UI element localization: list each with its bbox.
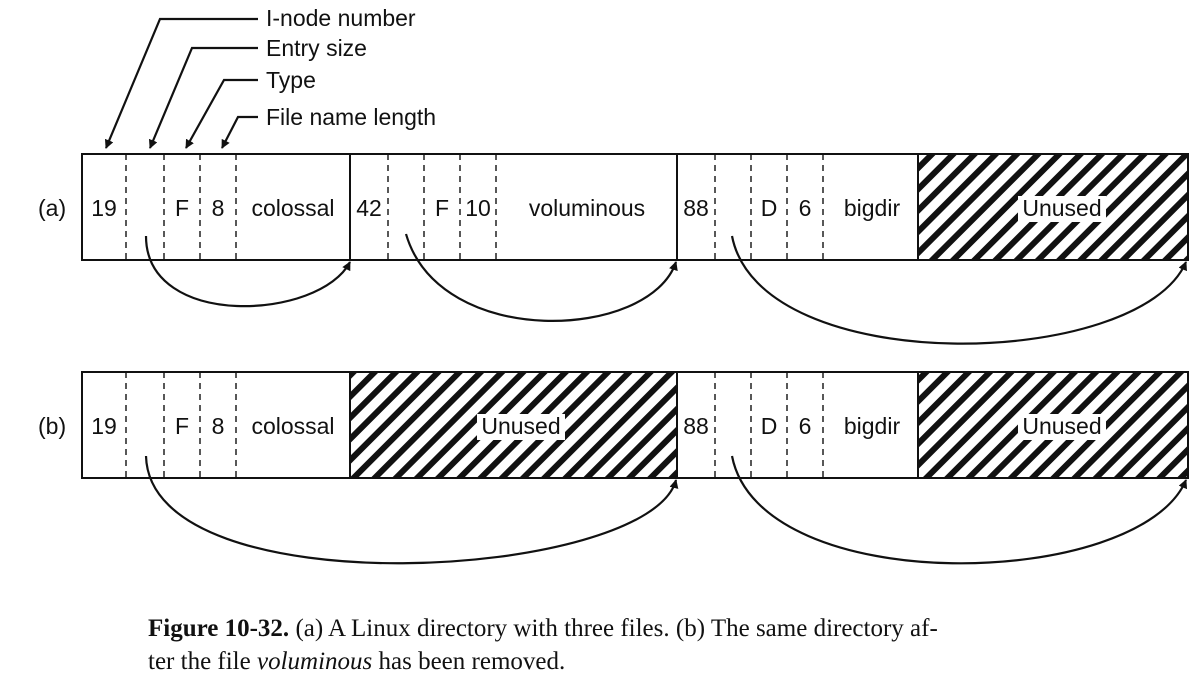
row-a-inode: 88	[683, 195, 709, 221]
legend-entry-size-label: Entry size	[266, 35, 367, 61]
caption-text-line1: (a) A Linux directory with three files. …	[295, 615, 938, 642]
row-b-name-length: 8	[212, 413, 225, 439]
caption-text-line2-end: has been removed.	[372, 648, 566, 675]
row-b-inode: 88	[683, 413, 709, 439]
row-a-type: F	[175, 195, 189, 221]
figure-number: Figure 10-32.	[148, 615, 290, 642]
row-b-file-name: colossal	[251, 413, 334, 439]
row-a-name-length: 8	[212, 195, 225, 221]
row-a-file-name: bigdir	[844, 195, 901, 221]
row-b-label: (b)	[38, 413, 66, 439]
legend-entry-size-leader	[148, 46, 258, 149]
row-a-name-length: 6	[799, 195, 812, 221]
row-a-inode: 42	[356, 195, 382, 221]
row-a-entry-pointer	[730, 235, 1188, 345]
row-b-name-length: 6	[799, 413, 812, 439]
row-a-unused-label: Unused	[1022, 195, 1101, 221]
figure-caption: Figure 10-32. (a) A Linux directory with…	[148, 612, 1148, 678]
row-b-type: D	[761, 413, 778, 439]
row-b-unused-label: Unused	[481, 413, 560, 439]
row-a-type: D	[761, 195, 778, 221]
legend-type-leader	[185, 78, 258, 149]
row-a-type: F	[435, 195, 449, 221]
legend-type-label: Type	[266, 67, 316, 93]
row-b-entry-pointer	[730, 455, 1188, 565]
row-b-unused-label: Unused	[1022, 413, 1101, 439]
row-b-inode: 19	[91, 413, 117, 439]
row-b-field-dividers	[125, 372, 824, 478]
row-a-entry-pointer	[144, 235, 351, 308]
legend-inode-leader	[104, 17, 258, 149]
row-b-unused-label-bg	[1018, 414, 1106, 440]
row-a: (a) 19 F 8 colossal 42 F 10 voluminous 8…	[38, 153, 1189, 345]
caption-text-line2-start: ter the file	[148, 648, 257, 675]
legend-inode-label: I-node number	[266, 5, 416, 31]
row-b-unused-label-bg	[477, 414, 565, 440]
caption-file-name: voluminous	[256, 648, 373, 675]
row-b: (b) 19 F 8 colossal Unused 88 D 6 bigdir…	[38, 371, 1189, 565]
row-a-file-name: voluminous	[529, 195, 645, 221]
legend-name-length-label: File name length	[266, 104, 436, 130]
row-b-frame	[81, 371, 1189, 479]
row-a-unused-label-bg	[1018, 196, 1106, 222]
row-a-inode: 19	[91, 195, 117, 221]
row-a-label: (a)	[38, 195, 66, 221]
legend-name-length-leader	[221, 115, 258, 149]
row-b-file-name: bigdir	[844, 413, 901, 439]
row-b-type: F	[175, 413, 189, 439]
row-a-file-name: colossal	[251, 195, 334, 221]
row-a-field-dividers	[125, 154, 824, 260]
row-a-frame	[81, 153, 1189, 261]
legend: I-node number Entry size Type File name …	[104, 5, 436, 149]
row-b-entry-pointer	[144, 455, 679, 565]
row-a-entry-pointer	[404, 233, 678, 323]
row-a-name-length: 10	[465, 195, 491, 221]
